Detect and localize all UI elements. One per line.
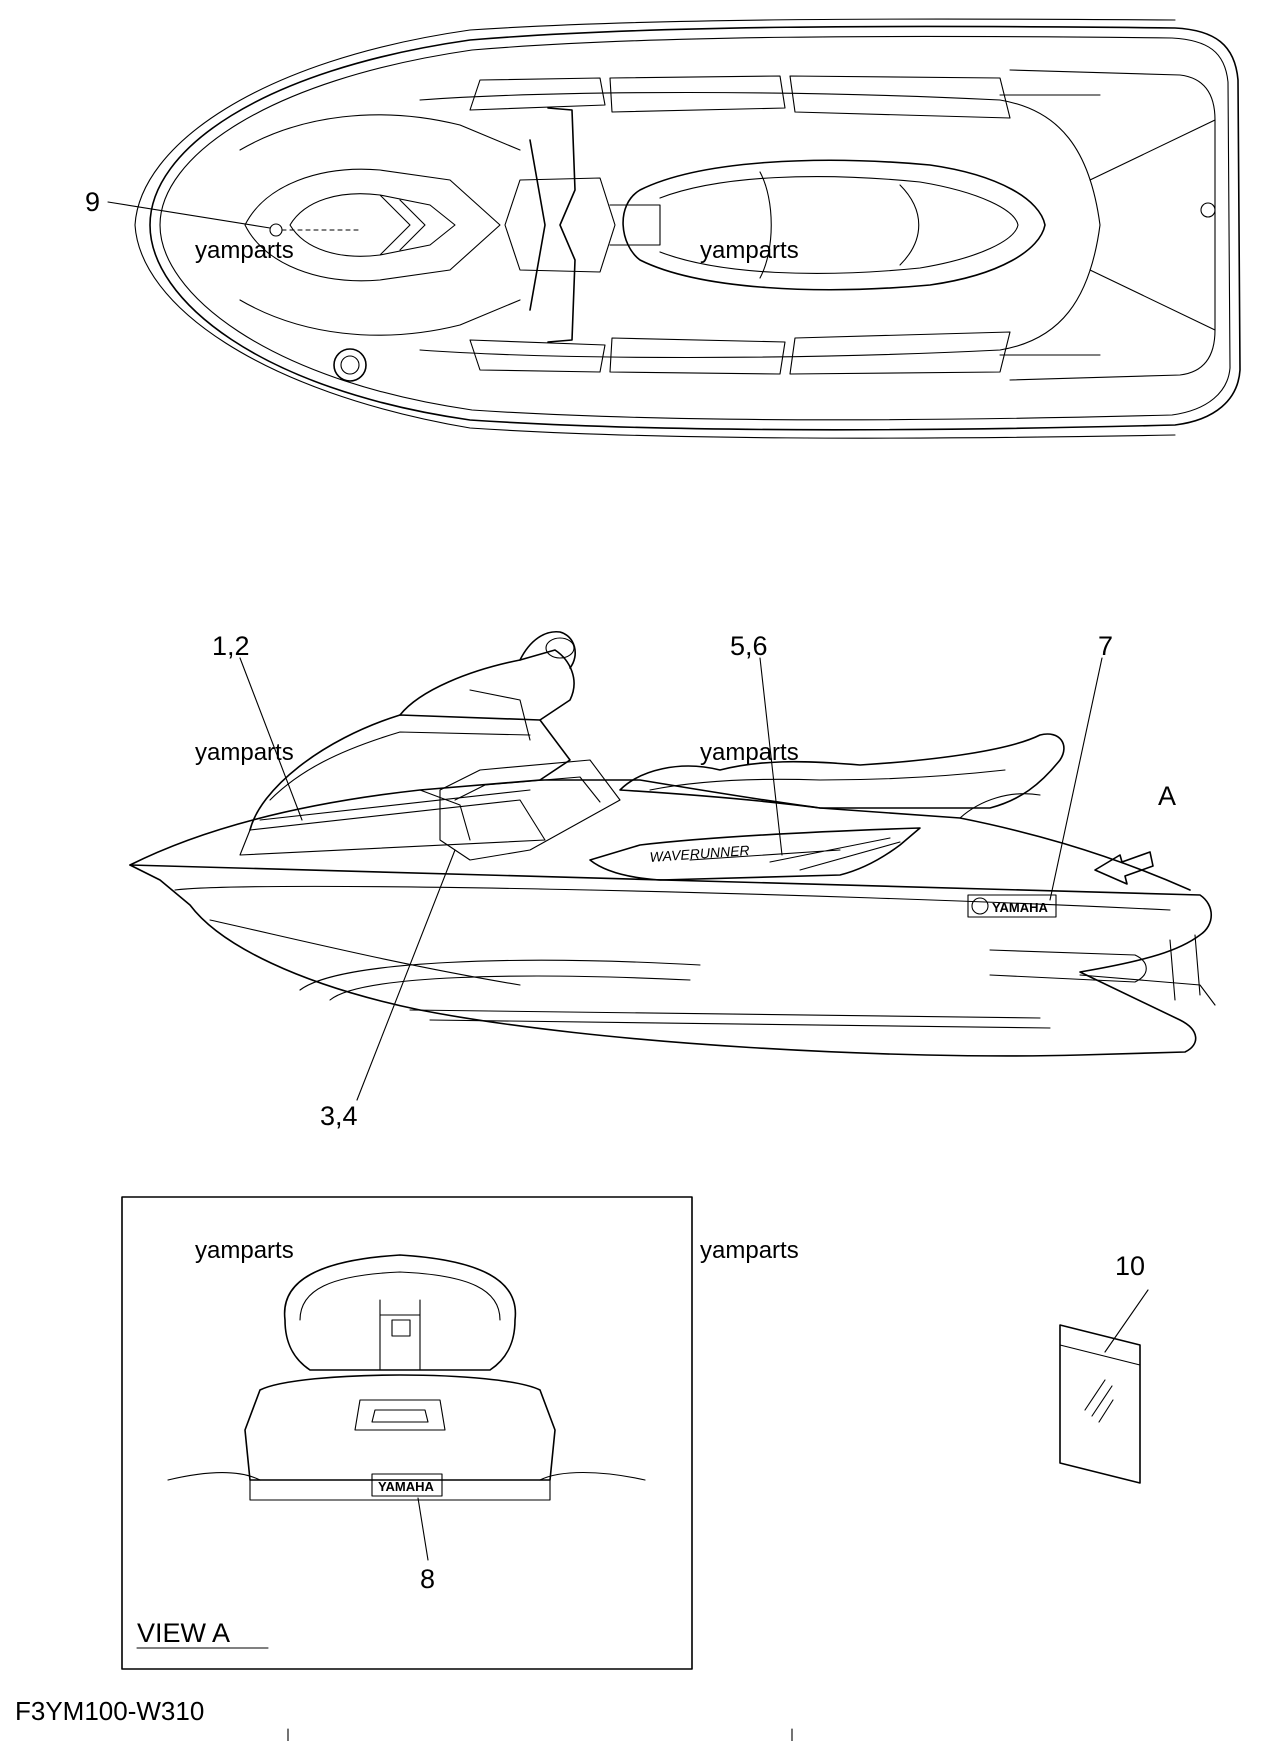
view-a-arrow-label: A: [1158, 781, 1176, 811]
yamaha-rear-badge: YAMAHA: [378, 1479, 434, 1494]
side-view-drawing: WAVERUNNER YAMAHA: [129, 631, 1216, 1101]
callout-5-6: 5,6: [730, 631, 768, 661]
callout-9: 9: [85, 187, 100, 217]
watermark: yamparts: [700, 1237, 799, 1264]
yamaha-side-badge: YAMAHA: [992, 900, 1048, 915]
watermark: yamparts: [195, 1237, 294, 1264]
callout-8: 8: [420, 1564, 435, 1594]
view-a-box: YAMAHA: [121, 1196, 693, 1670]
callout-1-2: 1,2: [212, 631, 250, 661]
watermark: yamparts: [195, 739, 294, 766]
watermark: yamparts: [195, 237, 294, 264]
view-a-label: VIEW A: [137, 1618, 230, 1648]
diagram-code: F3YM100-W310: [15, 1696, 204, 1726]
top-view-drawing: [107, 18, 1241, 439]
waverunner-decal: WAVERUNNER: [649, 842, 750, 865]
callout-3-4: 3,4: [320, 1101, 358, 1131]
watermark: yamparts: [700, 739, 799, 766]
callout-10: 10: [1115, 1251, 1145, 1281]
callout-7: 7: [1098, 631, 1113, 661]
watermark: yamparts: [700, 237, 799, 264]
item-10-label-card: [1059, 1289, 1149, 1484]
